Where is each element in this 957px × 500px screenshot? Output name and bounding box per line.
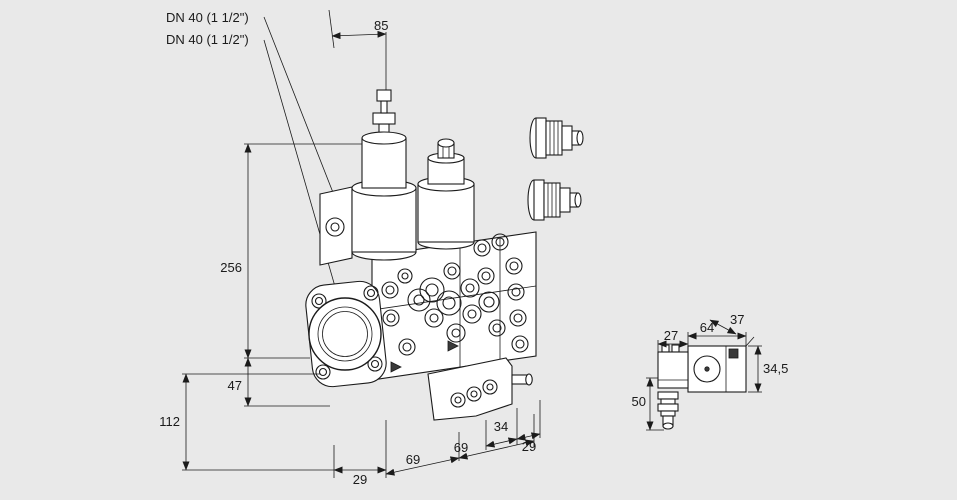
flange-bore (308, 297, 382, 371)
dimension-37: 37 (709, 312, 755, 347)
dim-85-label: 85 (374, 18, 388, 33)
cable-connector (657, 391, 679, 430)
inlet-flange (305, 280, 387, 388)
bracket-hole (325, 217, 345, 237)
dim-29-right-label: 29 (522, 439, 536, 454)
dimension-29-bottom: 29 (333, 420, 387, 487)
thread-ring (322, 311, 368, 357)
flow-arrow-icon (447, 340, 459, 352)
right-actuator (417, 138, 475, 250)
dimension-69-chain: 69 69 (385, 414, 535, 476)
dimension-27: 27 (657, 328, 689, 352)
dimension-256: 256 (220, 143, 362, 359)
coil-terminal (661, 344, 670, 353)
dimension-annotations: DN 40 (1 1/2") DN 40 (1 1/2") 85 256 47 … (159, 9, 541, 487)
valve-body (371, 231, 537, 381)
side-view-dimensions: 27 64 37 34,5 (632, 312, 788, 431)
body-port-circle (693, 355, 721, 383)
dim-47-label: 47 (228, 378, 242, 393)
body-screw-circles (381, 233, 529, 356)
dim-256-label: 256 (220, 260, 242, 275)
spare-fitting-2 (527, 179, 582, 221)
coil-terminal (671, 344, 680, 353)
body-detail (728, 348, 739, 359)
solenoid-side-view: 27 64 37 34,5 (632, 312, 788, 431)
dn-label-2: DN 40 (1 1/2") (166, 32, 249, 47)
dim-69-b-label: 69 (454, 440, 468, 455)
mounting-bracket (319, 186, 353, 266)
dimension-112: 112 (159, 373, 334, 471)
dimension-50: 50 (632, 377, 664, 431)
dimension-34-29-taps: 34 29 (485, 400, 541, 454)
dimension-85: 85 (328, 9, 388, 90)
solenoid-coil (657, 344, 689, 389)
dim-27-label: 27 (664, 328, 678, 343)
dim-69-a-label: 69 (406, 452, 420, 467)
dim-50-label: 50 (632, 394, 646, 409)
left-actuator (351, 89, 417, 261)
dn-label-1: DN 40 (1 1/2") (166, 10, 249, 25)
dim-29-bottom-label: 29 (353, 472, 367, 487)
dim-34-5-label: 34,5 (763, 361, 788, 376)
valve-top-body (687, 345, 747, 393)
dim-37-label: 37 (730, 312, 744, 327)
spare-fittings (527, 117, 584, 221)
spare-fitting-1 (529, 117, 584, 159)
dimension-47: 47 (228, 357, 330, 407)
dim-34-label: 34 (494, 419, 508, 434)
dimension-34-5: 34,5 (748, 345, 788, 393)
dim-112-label: 112 (159, 414, 180, 429)
flow-arrow-icon (390, 361, 402, 373)
valve-main-view (305, 89, 537, 421)
dim-64-label: 64 (700, 320, 714, 335)
pressure-tap-block (427, 357, 533, 421)
